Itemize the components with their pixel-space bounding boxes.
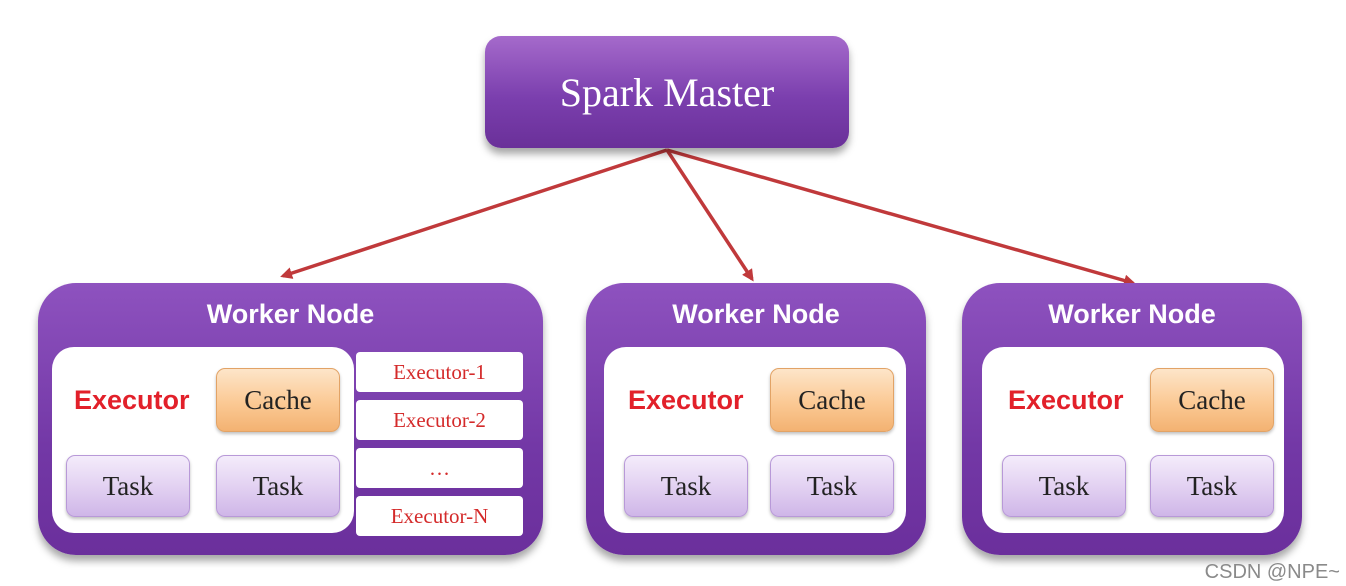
task-box: Task [1002,455,1126,517]
executor-container: Executor Cache Task Task [52,347,354,533]
worker-node-3: Worker Node Executor Cache Task Task [962,283,1302,555]
worker-node-title: Worker Node [1048,299,1216,329]
spark-master-node: Spark Master [485,36,849,148]
worker-node-title: Worker Node [672,299,840,329]
cache-box: Cache [770,368,894,432]
executor-list-item: … [356,448,523,488]
cache-box: Cache [216,368,340,432]
executor-label: Executor [628,385,744,415]
executor-container: Executor Cache Task Task [982,347,1284,533]
cache-box: Cache [1150,368,1274,432]
task-box: Task [1150,455,1274,517]
executor-list-item: Executor-1 [356,352,523,392]
arrow-to-worker-1 [280,148,668,279]
spark-master-label: Spark Master [559,69,775,115]
task-box: Task [770,455,894,517]
worker-node-2: Worker Node Executor Cache Task Task [586,283,926,555]
executor-list-item: Executor-2 [356,400,523,440]
worker-node-title: Worker Node [206,299,375,329]
watermark-text: CSDN @NPE~ [1204,561,1340,583]
task-box: Task [624,455,748,517]
worker-node-1: Worker Node Executor Cache Task Task Exe… [38,283,543,555]
arrow-to-worker-3 [666,148,1136,287]
executor-container: Executor Cache Task Task [604,347,906,533]
task-box: Task [216,455,340,517]
executor-label: Executor [1008,385,1124,415]
task-box: Task [66,455,190,517]
executor-list-item: Executor-N [356,496,523,536]
arrow-to-worker-2 [665,149,754,282]
executor-label: Executor [74,385,190,415]
